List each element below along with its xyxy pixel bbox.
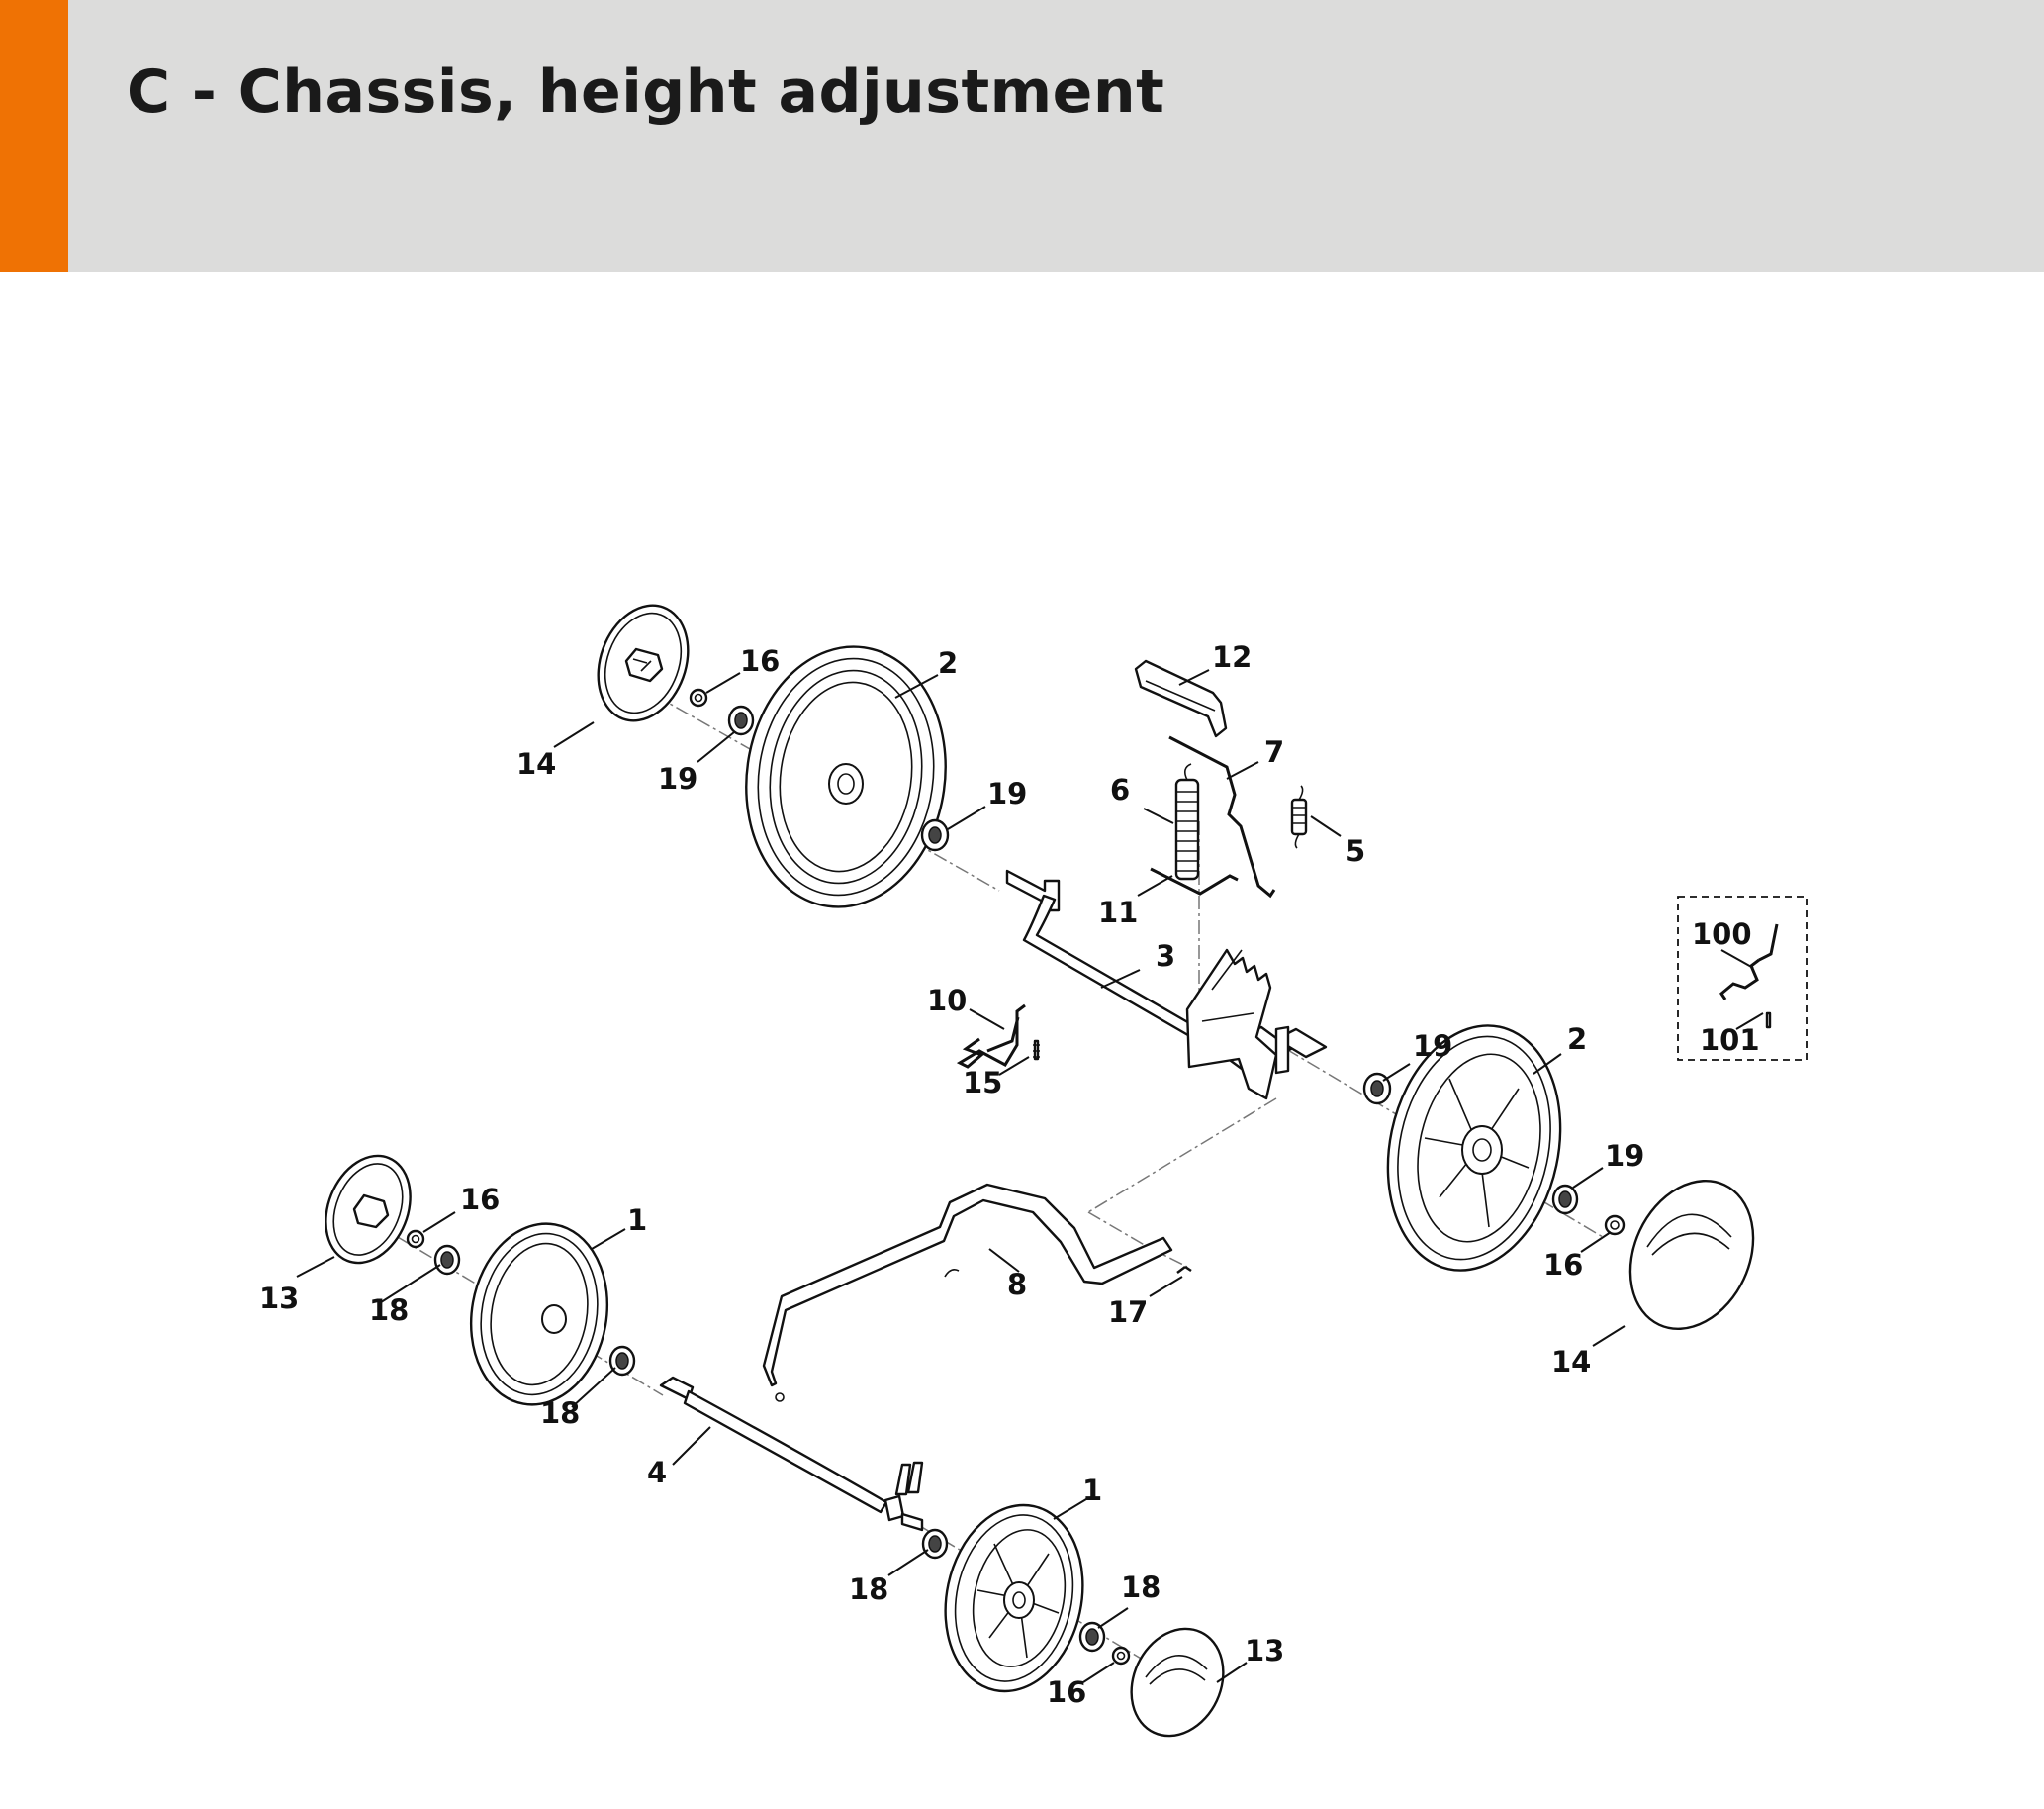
callout-labels: 14 16 19 2 19 12 7 6 5 11 3 10 15 100 10… — [259, 640, 1760, 1709]
callout-19: 19 — [987, 777, 1027, 810]
callout-10: 10 — [927, 984, 967, 1017]
callout-18: 18 — [369, 1293, 409, 1327]
callout-15: 15 — [963, 1066, 1002, 1099]
callout-13: 13 — [259, 1282, 299, 1315]
callout-7: 7 — [1264, 735, 1284, 769]
kit-box — [1677, 896, 1808, 1061]
bearing-rear-left-outer — [727, 705, 755, 736]
callout-16: 16 — [460, 1183, 500, 1216]
bearing-front-left-inner — [608, 1345, 636, 1377]
nut-rear-right — [1604, 1214, 1626, 1236]
callout-12: 12 — [1212, 640, 1252, 674]
callout-19: 19 — [1413, 1029, 1452, 1063]
bearing-front-right-outer — [1078, 1621, 1106, 1653]
callout-18: 18 — [1121, 1571, 1161, 1604]
callout-14: 14 — [516, 747, 556, 781]
tension-spring-large — [1174, 763, 1200, 881]
screw-detent — [1033, 1039, 1040, 1061]
callout-18: 18 — [849, 1572, 888, 1606]
nut-rear-left-outer — [689, 688, 708, 708]
callout-16: 16 — [1047, 1675, 1086, 1709]
nut-front-right — [1111, 1646, 1131, 1666]
bearing-rear-right-outer — [1551, 1184, 1579, 1215]
locking-wire — [1150, 867, 1239, 896]
callout-17: 17 — [1108, 1295, 1148, 1329]
callout-100: 100 — [1692, 917, 1752, 951]
rear-wheel-right — [1386, 1024, 1562, 1272]
callout-3: 3 — [1156, 939, 1175, 973]
front-axle — [659, 1376, 924, 1532]
callout-1: 1 — [627, 1203, 647, 1237]
front-wheel-left — [469, 1222, 609, 1406]
callout-18: 18 — [540, 1396, 580, 1430]
hub-cap-rear-right — [1628, 1179, 1755, 1331]
callout-2: 2 — [938, 646, 958, 680]
height-adjust-lever — [762, 1183, 1173, 1402]
page-header: C - Chassis, height adjustment — [0, 0, 2044, 272]
callout-13: 13 — [1245, 1634, 1284, 1667]
page-title: C - Chassis, height adjustment — [127, 57, 1165, 127]
height-lever-rod — [1168, 735, 1276, 899]
callout-19: 19 — [658, 762, 697, 796]
height-adjustment-rack — [1185, 948, 1290, 1100]
callout-11: 11 — [1098, 896, 1138, 929]
detent-spring — [956, 1003, 1026, 1069]
header-accent-bar — [0, 0, 68, 272]
bearing-front-left-outer — [433, 1244, 461, 1276]
tension-spring-small — [1290, 785, 1308, 849]
leader-lines — [296, 669, 1764, 1683]
callout-5: 5 — [1346, 834, 1365, 868]
callout-8: 8 — [1007, 1268, 1027, 1301]
callout-16: 16 — [740, 644, 780, 678]
hub-cap-front-right — [1130, 1627, 1225, 1738]
hub-cap-front-left — [325, 1154, 412, 1265]
rear-wheel-left — [745, 645, 947, 908]
callout-4: 4 — [647, 1456, 667, 1489]
hub-cap-rear-left — [597, 604, 690, 722]
callout-101: 101 — [1700, 1023, 1760, 1057]
front-wheel-right — [944, 1503, 1084, 1693]
bearing-front-right-inner — [921, 1528, 949, 1560]
bearing-rear-left-inner — [920, 818, 950, 852]
callout-19: 19 — [1605, 1139, 1644, 1173]
callout-6: 6 — [1110, 773, 1130, 807]
callout-16: 16 — [1543, 1248, 1583, 1282]
pin — [1176, 1265, 1192, 1274]
nut-front-left — [406, 1229, 425, 1249]
callout-14: 14 — [1551, 1345, 1591, 1379]
callout-1: 1 — [1082, 1474, 1102, 1507]
callout-2: 2 — [1567, 1022, 1587, 1056]
adjustment-latch — [1134, 659, 1228, 738]
